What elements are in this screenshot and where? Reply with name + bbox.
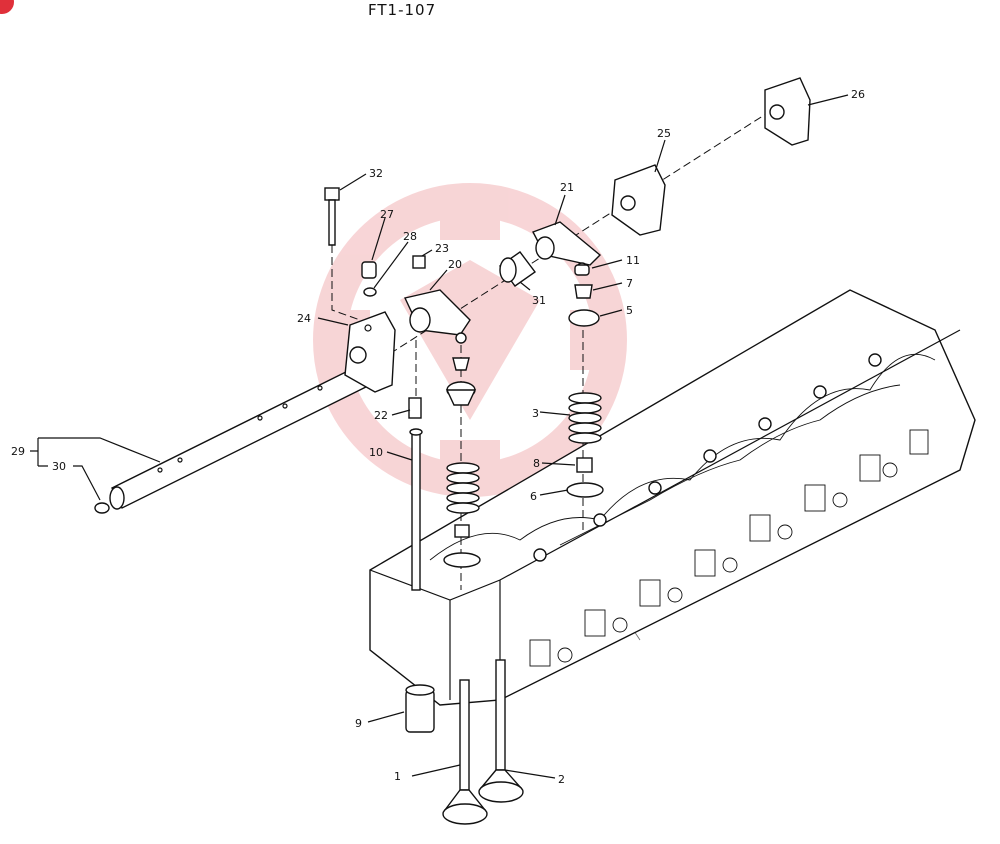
callout-31: 31 xyxy=(532,294,546,307)
rocker-bushing xyxy=(499,251,536,287)
push-rod xyxy=(408,340,423,591)
callout-30: 30 xyxy=(52,460,66,473)
cylinder-head xyxy=(369,289,976,706)
callout-32: 32 xyxy=(369,167,383,180)
callout-1: 1 xyxy=(394,770,401,783)
callout-9: 9 xyxy=(355,717,362,730)
rocker-arm-left xyxy=(403,255,471,344)
callout-21: 21 xyxy=(560,181,574,194)
callout-6: 6 xyxy=(530,490,537,503)
callout-2: 2 xyxy=(558,773,565,786)
callout-22: 22 xyxy=(374,409,388,422)
callout-24: 24 xyxy=(297,312,311,325)
callout-27: 27 xyxy=(380,208,394,221)
callout-29: 29 xyxy=(11,445,25,458)
screw-cap xyxy=(361,261,377,297)
callout-labels: 1 2 3 5 6 7 8 9 10 11 20 21 22 23 24 25 … xyxy=(11,88,865,786)
rocker-bracket-left xyxy=(344,311,396,393)
rocker-bracket-middle xyxy=(611,164,666,236)
callout-20: 20 xyxy=(448,258,462,271)
leader-lines xyxy=(30,94,849,779)
callout-8: 8 xyxy=(533,457,540,470)
callout-3: 3 xyxy=(532,407,539,420)
diagram-code: FT1-107 xyxy=(368,1,437,19)
valve-stack-left xyxy=(443,345,481,590)
valves xyxy=(442,659,524,825)
callout-10: 10 xyxy=(369,446,383,459)
bolt xyxy=(324,187,361,321)
callout-11: 11 xyxy=(626,254,640,267)
rocker-arm-right xyxy=(532,221,602,274)
callout-28: 28 xyxy=(403,230,417,243)
callout-26: 26 xyxy=(851,88,865,101)
callout-23: 23 xyxy=(435,242,449,255)
rocker-bracket-end xyxy=(764,77,811,146)
rocker-shaft xyxy=(94,359,381,514)
callout-25: 25 xyxy=(657,127,671,140)
callout-5: 5 xyxy=(626,304,633,317)
valve-stack-right xyxy=(566,264,604,530)
callout-7: 7 xyxy=(626,277,633,290)
valve-tappet xyxy=(405,684,435,733)
